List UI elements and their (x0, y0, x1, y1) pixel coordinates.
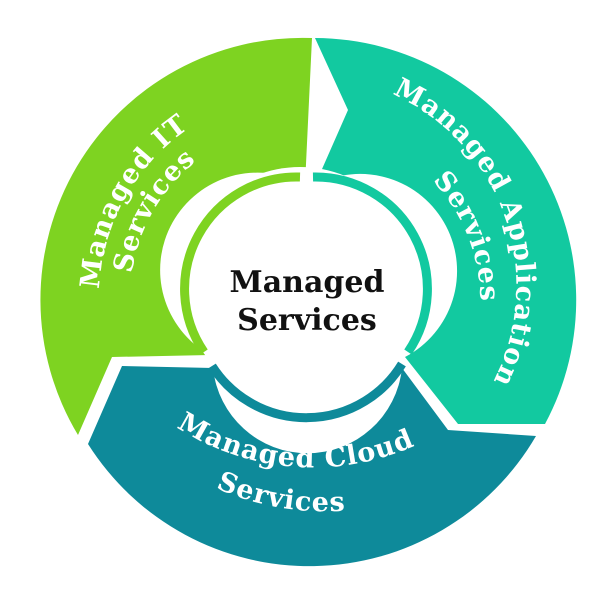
inner-arc-it (180, 172, 301, 355)
inner-arc-application (312, 172, 432, 355)
segment-managed-application (315, 38, 577, 424)
center-title-line-1: Managed (230, 265, 385, 300)
center-title-line-2: Services (237, 303, 377, 338)
segment-managed-cloud (88, 366, 536, 567)
center-inner-disc (209, 189, 405, 385)
inner-arc-cloud (208, 361, 406, 423)
segment-managed-it (40, 37, 313, 435)
